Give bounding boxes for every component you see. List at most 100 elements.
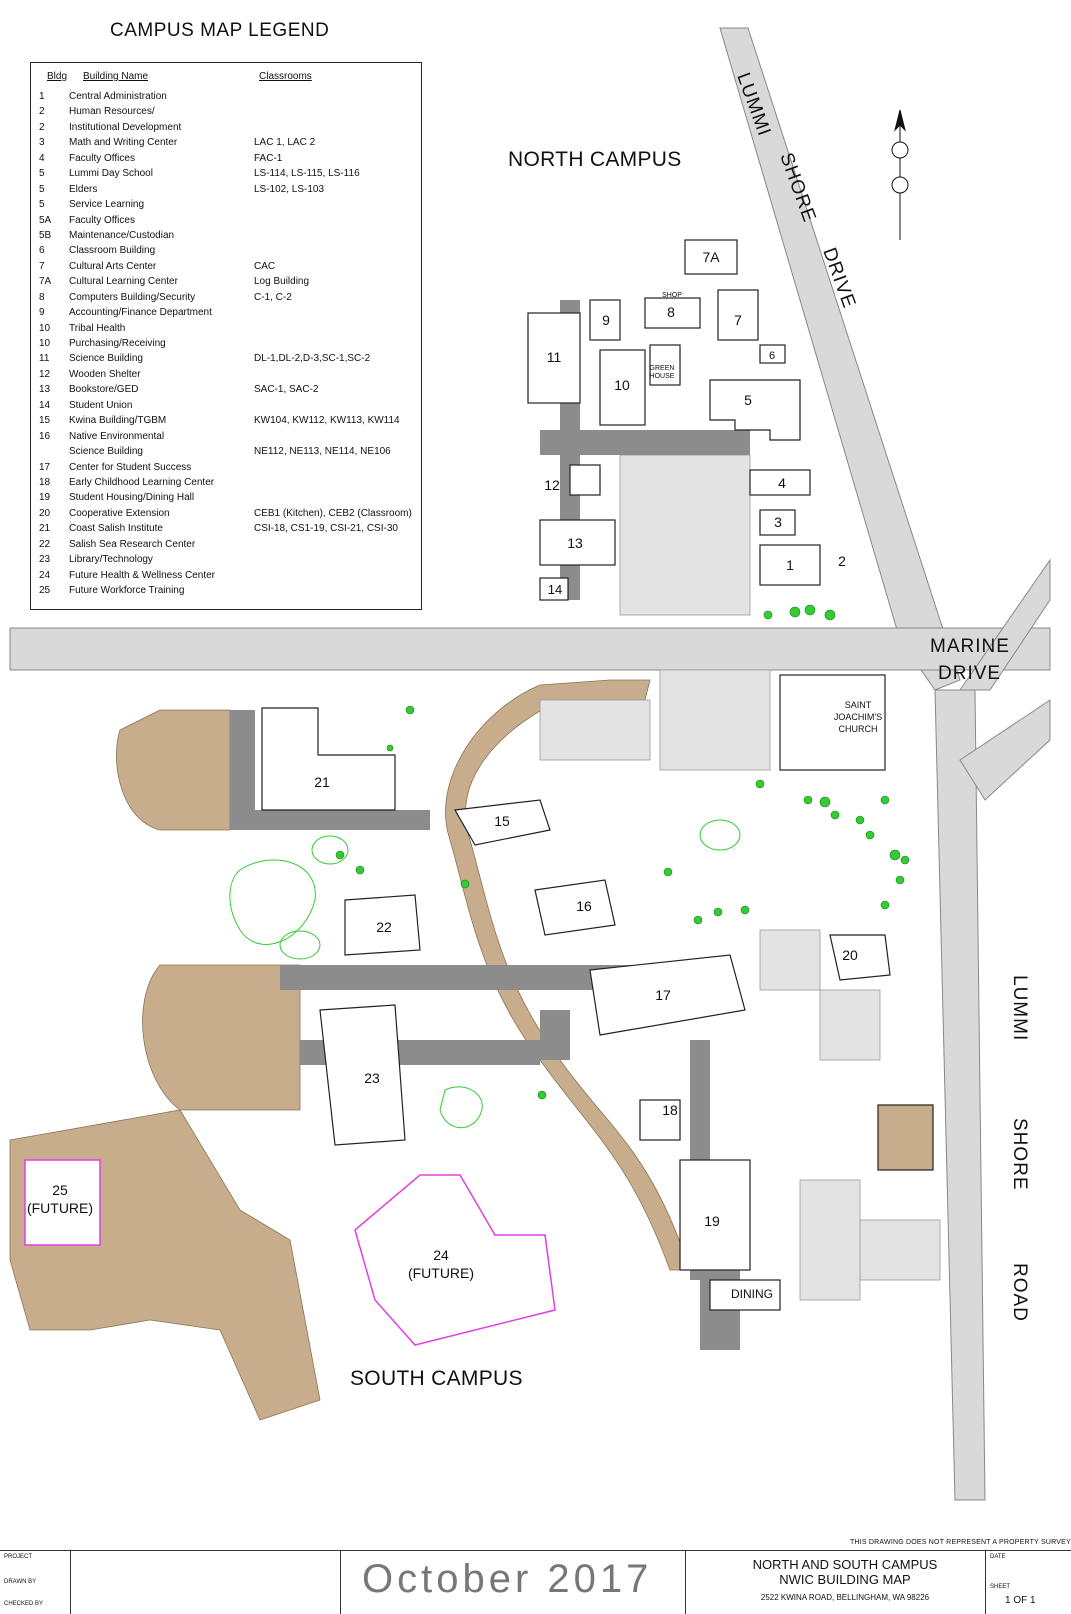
label-building-18: 18 [662, 1102, 678, 1118]
date-label: DATE [990, 1554, 1006, 1560]
label-building-9: 9 [602, 312, 610, 328]
south-campus-label: SOUTH CAMPUS [350, 1367, 523, 1390]
legend-row: 7A Cultural Learning Center Log Building [31, 274, 421, 289]
legend-classrooms: CAC [254, 260, 276, 272]
map-title-line2: NWIC BUILDING MAP [779, 1572, 911, 1587]
label-building-19: 19 [704, 1213, 720, 1229]
checked-by-label: CHECKED BY [4, 1601, 44, 1607]
legend-classrooms: FAC-1 [254, 152, 283, 164]
building-15 [454, 799, 551, 846]
divider [985, 1551, 986, 1614]
label-building-24: 24 [433, 1247, 449, 1263]
legend-bldg-number: 2 [39, 106, 45, 118]
legend-building-name: Central Administration [69, 91, 167, 102]
legend-classrooms: Log Building [254, 276, 310, 288]
legend-bldg-number: 24 [39, 569, 51, 581]
building-10 [599, 349, 646, 426]
legend-bldg-number: 17 [39, 461, 51, 473]
building-18 [639, 1099, 681, 1141]
label-building-12: 12 [544, 477, 560, 493]
legend-bldg-number: 5A [39, 214, 52, 226]
legend-bldg-number: 23 [39, 554, 51, 566]
label-building-25-future: (FUTURE) [27, 1200, 93, 1216]
building-22 [344, 894, 421, 956]
legend-building-name: Science Building [69, 446, 143, 458]
dining-hall [709, 1279, 781, 1311]
label-building-20: 20 [842, 947, 858, 963]
building-8 [644, 297, 701, 329]
building-23 [319, 1004, 406, 1146]
building-20 [829, 934, 891, 981]
legend-bldg-number: 5 [39, 199, 45, 211]
building-21 [261, 707, 396, 811]
road-label-lummi-shore-road-3: ROAD [1009, 1263, 1030, 1322]
legend-bldg-number: 7A [39, 276, 52, 288]
legend-building-name: Student Housing/Dining Hall [69, 492, 195, 504]
sheet-label: SHEET [990, 1584, 1011, 1590]
legend-classrooms: C-1, C-2 [254, 291, 292, 303]
legend-building-name: Library/Technology [69, 554, 153, 566]
building-17 [589, 954, 746, 1036]
tree-clusters [229, 819, 741, 1129]
legend-bldg-number: 9 [39, 307, 45, 319]
label-building-17: 17 [655, 987, 671, 1003]
label-building-25: 25 [52, 1182, 68, 1198]
legend-building-name: Elders [69, 183, 98, 195]
legend-bldg-number: 2 [39, 121, 45, 133]
divider [70, 1551, 71, 1614]
building-19 [679, 1159, 751, 1271]
south-campus-buildings [24, 674, 934, 1346]
label-building-1: 1 [786, 557, 794, 573]
legend-bldg-number: 11 [39, 353, 50, 365]
legend-row: 23 Library/Technology [31, 552, 421, 567]
legend-classrooms: NE112, NE113, NE114, NE106 [254, 446, 391, 458]
road-label-lummi-shore-road-2: SHORE [1009, 1118, 1030, 1191]
legend-row: 4 Faculty Offices FAC-1 [31, 151, 421, 166]
legend-building-name: Future Health & Wellness Center [69, 569, 215, 581]
label-building-7a: 7A [702, 249, 720, 265]
legend-building-name: Classroom Building [69, 245, 156, 257]
sheet-value: 1 OF 1 [1005, 1595, 1036, 1606]
label-building-8: 8 [667, 304, 675, 320]
legend-building-name: Maintenance/Custodian [69, 229, 175, 241]
legend-building-name: Purchasing/Receiving [69, 338, 166, 349]
legend-bldg-number: 3 [39, 137, 45, 149]
legend-building-name: Institutional Development [69, 121, 182, 133]
legend-building-name: Cultural Learning Center [69, 276, 178, 288]
road-label-lummi-shore-road-1: LUMMI [1009, 975, 1030, 1042]
label-building-4: 4 [778, 475, 786, 491]
legend-classrooms: CSI-18, CS1-19, CSI-21, CSI-30 [254, 523, 398, 535]
legend-header-bldg: Bldg [47, 71, 68, 82]
legend-bldg-number: 7 [39, 260, 45, 272]
legend-building-name: Faculty Offices [69, 214, 135, 226]
legend-building-name: Kwina Building/TGBM [69, 415, 167, 427]
legend-bldg-number: 8 [39, 291, 45, 303]
roads [9, 27, 1051, 1501]
legend-building-name: Wooden Shelter [69, 368, 141, 380]
legend-header-classrooms: Classrooms [259, 71, 312, 82]
title-block: PROJECT DRAWN BY CHECKED BY October 2017… [0, 1550, 1071, 1614]
legend-bldg-number: 4 [39, 152, 45, 164]
legend-bldg-number: 12 [39, 368, 51, 380]
legend-building-name: Faculty Offices [69, 152, 135, 164]
building-11 [527, 312, 581, 404]
label-building-24-future: (FUTURE) [408, 1265, 474, 1281]
legend-row: 12 Wooden Shelter [31, 367, 421, 382]
legend-classrooms: LS-102, LS-103 [254, 183, 325, 195]
north-arrow-icon [891, 109, 909, 240]
legend-classrooms: KW104, KW112, KW113, KW114 [254, 415, 400, 427]
